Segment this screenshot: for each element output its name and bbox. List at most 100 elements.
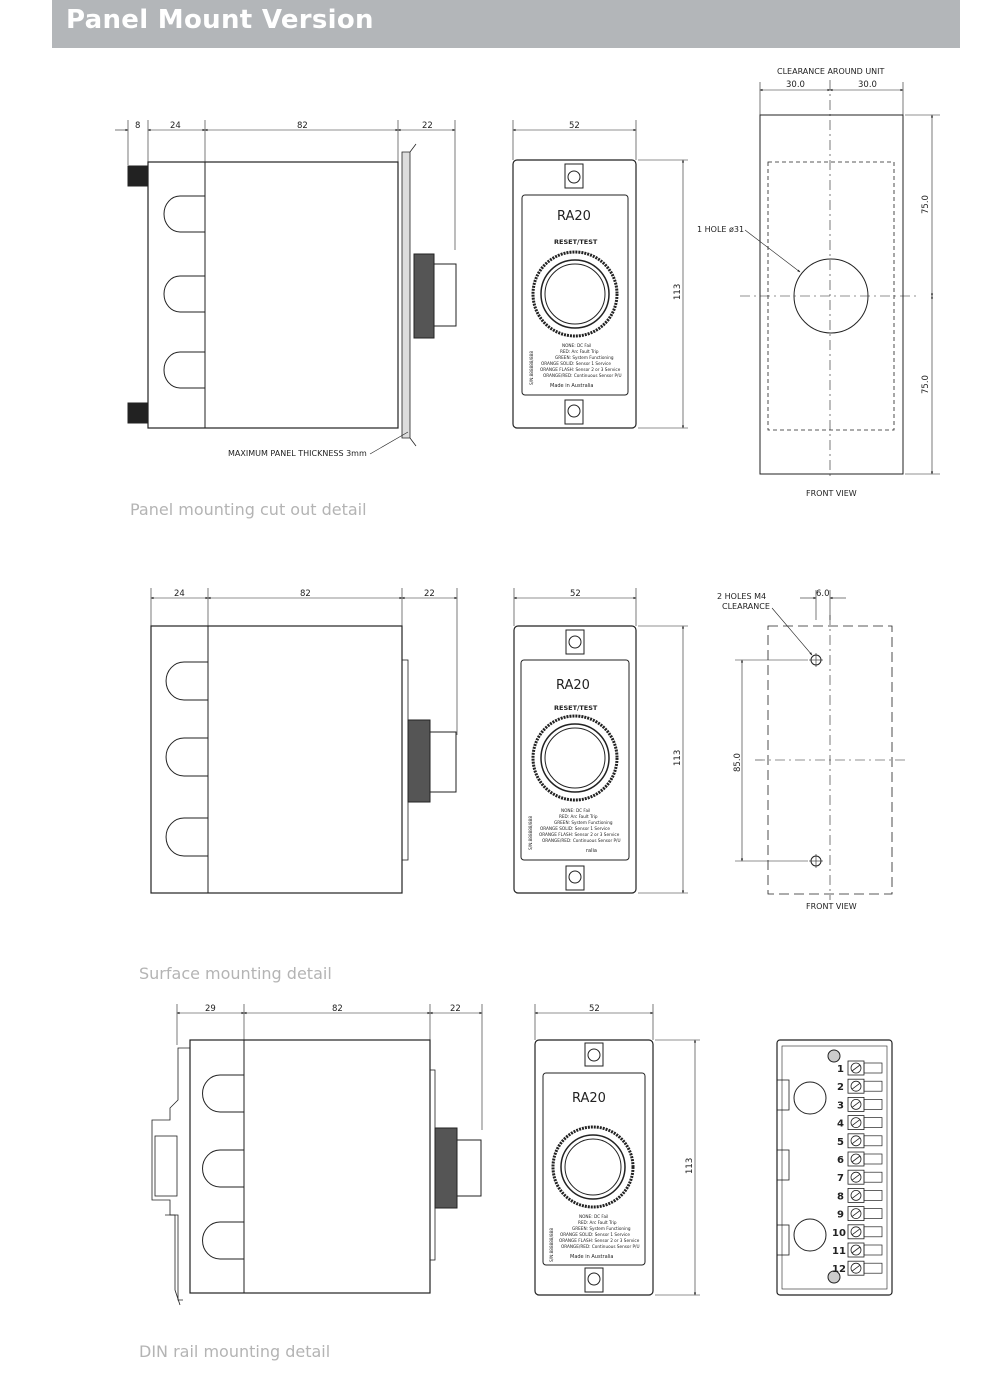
surface-legend-4: ORANGE SOLID: Sensor 1 Service [540, 826, 610, 831]
terminal-number-11: 11 [832, 1246, 846, 1257]
caption-panel-mounting: Panel mounting cut out detail [130, 500, 367, 519]
din-legend-4: ORANGE SOLID: Sensor 1 Service [560, 1232, 630, 1237]
surface-view-label: FRONT VIEW [806, 902, 857, 911]
surface-serial-label: S/N:888888/888 [528, 816, 533, 850]
screw-slot [851, 1155, 861, 1163]
screw-head-icon [850, 1244, 862, 1256]
cutout-view-label: FRONT VIEW [806, 489, 857, 498]
legend-line-2: RED: Arc Fault Trip [560, 349, 599, 354]
surface-holes-view: 2 HOLES M4 CLEARANCE 6.0 85.0 FRONT VIEW [717, 589, 905, 911]
screw-head-icon [850, 1171, 862, 1183]
cutout-front-view: CLEARANCE AROUND UNIT 30.0 30.0 1 HOLE ø… [697, 67, 940, 498]
terminal-clamp-3 [863, 1099, 883, 1110]
terminal-number-7: 7 [837, 1173, 844, 1184]
holes-label-line-2: CLEARANCE [722, 602, 770, 611]
screw-slot [851, 1137, 861, 1145]
max-panel-thickness-note: MAXIMUM PANEL THICKNESS 3mm [228, 449, 367, 458]
terminal-number-5: 5 [837, 1137, 844, 1148]
terminal-clamp-6 [863, 1153, 883, 1165]
din-legend-2: RED: Arc Fault Trip [578, 1220, 617, 1225]
surface-brand-label: RA20 [556, 678, 590, 693]
surface-front-width: 52 [570, 589, 581, 599]
legend-line-6: ORANGE/RED: Continuous Sensor P/U [543, 373, 622, 378]
made-in-label: Made in Australia [550, 383, 593, 389]
surface-legend-6: ORANGE/RED: Continuous Sensor P/U [542, 838, 621, 843]
legend-line-5: ORANGE FLASH: Sensor 2 or 3 Service [540, 367, 621, 372]
hole-offset-dim: 6.0 [816, 589, 830, 599]
terminal-clamp-11 [863, 1244, 883, 1256]
hole-label: 1 HOLE ø31 [697, 225, 744, 234]
upper-dim: 75.0 [921, 195, 931, 214]
front-height-dim: 113 [673, 284, 683, 300]
surface-legend-1: NONE: DC Fail [561, 808, 590, 813]
terminal-number-12: 12 [832, 1264, 846, 1275]
dim-8: 8 [135, 121, 140, 131]
din-side-view: 29 82 22 [151, 1004, 483, 1306]
din-front-width: 52 [589, 1004, 600, 1014]
page-title: Panel Mount Version [66, 5, 374, 35]
din-front-height: 113 [685, 1158, 695, 1174]
terminal-number-3: 3 [837, 1100, 844, 1111]
screw-slot [851, 1173, 861, 1181]
surface-dim-24: 24 [174, 589, 185, 599]
terminal-number-2: 2 [837, 1082, 844, 1093]
dim-82: 82 [297, 121, 308, 131]
terminal-clamp-8 [863, 1190, 883, 1201]
screw-head-icon [850, 1153, 862, 1165]
hole-spacing-dim: 85.0 [733, 753, 743, 772]
screw-head-icon [850, 1135, 862, 1147]
lower-dim: 75.0 [921, 375, 931, 394]
brand-label: RA20 [557, 209, 591, 224]
screw-slot [851, 1264, 861, 1272]
din-front-view: 52 113 RA20 NONE: DC Fail RED: Arc Fault… [534, 1004, 700, 1296]
surface-dim-22: 22 [424, 589, 435, 599]
surface-side-view: 24 82 22 [150, 588, 458, 894]
screw-head-icon [850, 1190, 862, 1201]
serial-label: S/N:888888/888 [529, 351, 534, 385]
screw-slot [851, 1064, 861, 1072]
panel-side-view: 8 24 82 22 MAXIMUM PANEL THICKNESS 3mm [115, 120, 457, 458]
header-bar: Panel Mount Version [52, 0, 960, 48]
surface-front-view: 52 113 RA20 RESET/TEST NONE: DC Fail RED… [513, 588, 688, 894]
dim-22: 22 [422, 121, 433, 131]
terminal-clamp-7 [863, 1171, 883, 1183]
caption-din-mounting: DIN rail mounting detail [139, 1342, 331, 1361]
dim-24: 24 [170, 121, 181, 131]
din-made-in-label: Made in Australia [570, 1254, 613, 1260]
screw-slot [851, 1228, 861, 1236]
terminal-number-9: 9 [837, 1210, 844, 1221]
terminal-number-4: 4 [837, 1119, 844, 1130]
legend-line-3: GREEN: System Functioning [555, 355, 614, 360]
screw-slot [851, 1246, 861, 1254]
screw-head-icon [850, 1062, 862, 1074]
din-serial-label: S/N:888888/888 [549, 1228, 554, 1262]
terminal-clamp-5 [863, 1135, 883, 1147]
clearance-label: CLEARANCE AROUND UNIT [777, 67, 885, 76]
holes-label-line-1: 2 HOLES M4 [717, 592, 766, 601]
terminal-clamp-4 [863, 1117, 883, 1128]
surface-made-in-partial: ralia [586, 848, 597, 854]
terminal-number-8: 8 [837, 1191, 844, 1202]
reset-test-label: RESET/TEST [554, 238, 598, 246]
front-width-dim: 52 [569, 121, 580, 131]
clearance-left: 30.0 [786, 80, 805, 90]
din-legend-6: ORANGE/RED: Continuous Sensor P/U [561, 1244, 640, 1249]
surface-legend-3: GREEN: System Functioning [554, 820, 613, 825]
surface-front-height: 113 [673, 750, 683, 766]
terminal-clamp-10 [863, 1226, 883, 1238]
screw-head-icon [850, 1262, 862, 1274]
terminal-clamp-12 [863, 1262, 883, 1274]
din-dim-82: 82 [332, 1004, 343, 1014]
screw-head-icon [850, 1208, 862, 1219]
screw-slot [851, 1210, 861, 1217]
screw-slot [851, 1119, 861, 1126]
terminal-clamp-1 [863, 1062, 883, 1074]
legend-line-4: ORANGE SOLID: Sensor 1 Service [541, 361, 611, 366]
din-legend-3: GREEN: System Functioning [572, 1226, 631, 1231]
din-dim-29: 29 [205, 1004, 216, 1014]
din-legend-5: ORANGE FLASH: Sensor 2 or 3 Service [559, 1238, 640, 1243]
din-brand-label: RA20 [572, 1091, 606, 1106]
din-legend-1: NONE: DC Fail [579, 1214, 608, 1219]
